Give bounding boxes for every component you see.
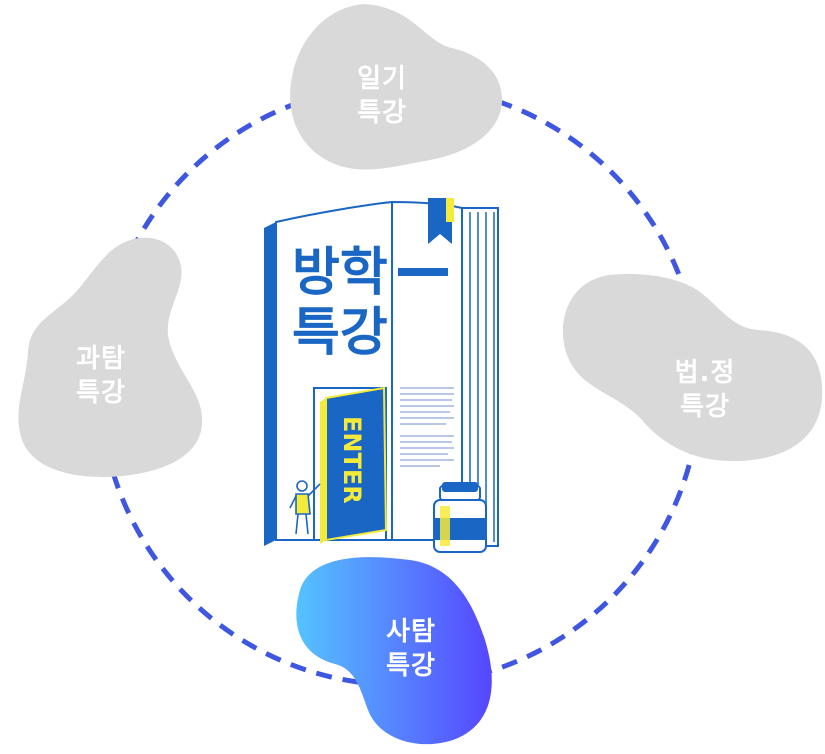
door-enter-text: ENTER — [338, 416, 366, 504]
node-social-line1: 사탐 — [386, 617, 436, 647]
node-law-politics-label[interactable]: 법.정 특강 — [660, 356, 750, 424]
node-science-line1: 과탐 — [76, 344, 126, 374]
node-science-line2: 특강 — [76, 378, 126, 408]
book-cover-left — [264, 222, 276, 546]
node-diary-label[interactable]: 일기 특강 — [340, 62, 424, 130]
node-social-label[interactable]: 사탐 특강 — [366, 615, 456, 683]
node-diary-line2: 특강 — [357, 98, 407, 128]
node-diary-line1: 일기 — [357, 64, 407, 94]
center-title-line1: 방학 — [292, 243, 388, 303]
open-book-illustration — [264, 198, 499, 553]
center-title-line2: 특강 — [292, 303, 388, 363]
blob-science[interactable] — [18, 237, 203, 477]
ink-bottle — [433, 482, 487, 553]
node-law-politics-line1: 법.정 — [674, 358, 736, 388]
node-law-politics-line2: 특강 — [680, 392, 730, 422]
person-figure — [289, 480, 321, 535]
blob-law-politics[interactable] — [562, 274, 823, 462]
page-text-lines — [400, 387, 454, 467]
blob-social[interactable] — [296, 557, 492, 745]
node-social-line2: 특강 — [386, 651, 436, 681]
blob-diary[interactable] — [290, 4, 503, 170]
node-science-label[interactable]: 과탐 특강 — [56, 342, 146, 410]
title-dash — [398, 268, 448, 276]
